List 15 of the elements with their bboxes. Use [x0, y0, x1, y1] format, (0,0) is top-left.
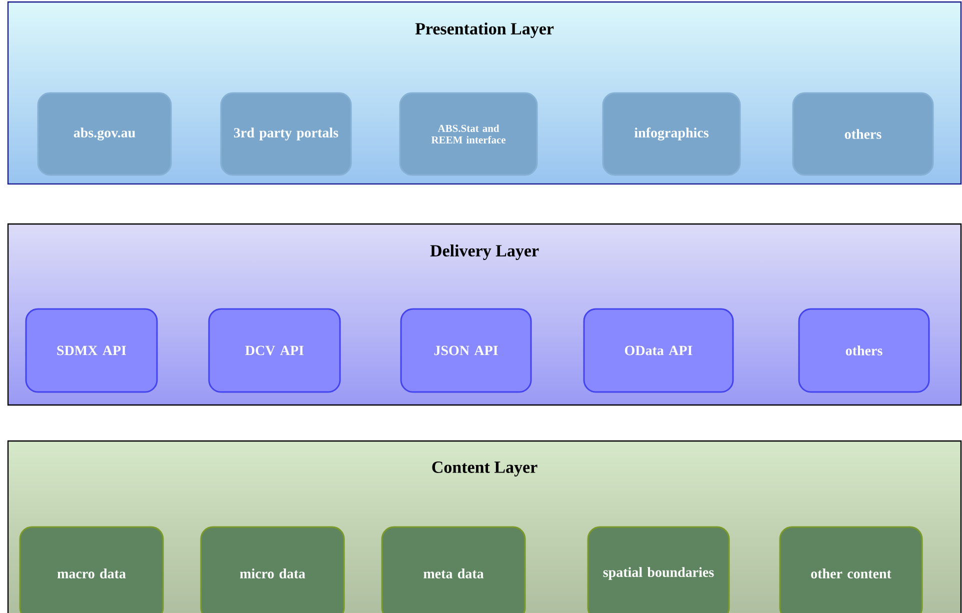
component-box: macro data: [19, 526, 164, 613]
component-box: SDMX API: [25, 308, 158, 393]
component-box: meta data: [381, 526, 526, 613]
component-box: infographics: [602, 92, 741, 176]
component-box: micro data: [200, 526, 345, 613]
component-box: JSON API: [400, 308, 532, 393]
component-box: others: [792, 92, 934, 176]
component-box: spatial boundaries: [587, 526, 730, 613]
component-box: DCV API: [208, 308, 341, 393]
component-box: abs.gov.au: [37, 92, 172, 176]
component-box: other content: [779, 526, 923, 613]
component-box: 3rd party portals: [220, 92, 352, 176]
component-box: OData API: [583, 308, 734, 393]
component-box: ABS.Stat and REEM interface: [399, 92, 538, 176]
component-box: others: [798, 308, 930, 393]
